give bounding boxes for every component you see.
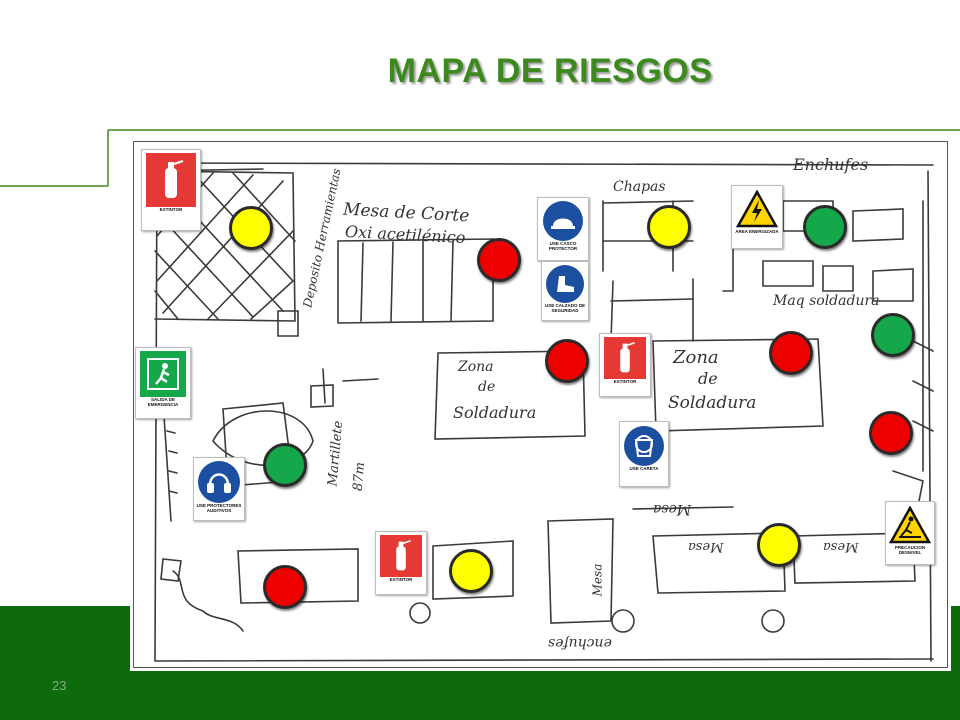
risk-dot-green	[263, 443, 307, 487]
face-shield-icon	[624, 426, 664, 466]
calzado-sign: USE CALZADO DE SEGURIDAD	[541, 261, 589, 321]
area-energizada-sign: AREA ENERGIZADA	[731, 185, 783, 249]
slide-title: MAPA DE RIESGOS	[387, 52, 713, 90]
label-martillete-size: 87m	[350, 461, 369, 492]
label-mesa-b2: Mesa	[688, 539, 724, 554]
label-zona2-line3: Soldadura	[668, 393, 757, 413]
helmet-icon	[543, 201, 583, 241]
auditivos-caption: USE PROTECTORES AUDITIVOS	[196, 503, 242, 513]
risk-dot-yellow	[757, 523, 801, 567]
label-mesa-b1: Mesa	[653, 501, 692, 517]
label-zona2-line2: de	[698, 369, 718, 388]
label-maq-soldadura: Maq soldadura	[773, 293, 880, 309]
slippery-floor-icon	[888, 505, 932, 545]
emergency-exit-icon	[140, 351, 186, 397]
extintor-sign-mid: EXTINTOR	[599, 333, 651, 397]
label-mesa-b3: Mesa	[823, 539, 859, 554]
extintor-caption-top: EXTINTOR	[159, 207, 183, 212]
risk-dot-yellow	[229, 206, 273, 250]
ear-protection-icon	[198, 461, 240, 503]
label-zona1-line2: de	[478, 379, 496, 395]
desnivel-caption: PRECAUCION DESNIVEL	[894, 545, 926, 555]
casco-caption: USE CASCO PROTECTOR	[548, 241, 578, 251]
fire-extinguisher-icon	[380, 535, 422, 577]
salida-caption: SALIDA DE EMERGENCIA	[147, 397, 179, 407]
label-enchufes: Enchufes	[793, 155, 869, 174]
desnivel-sign: PRECAUCION DESNIVEL	[885, 501, 935, 565]
high-voltage-icon	[735, 189, 779, 229]
risk-dot-red	[869, 411, 913, 455]
risk-map: Mesa de Corte Oxi acetilénico Deposito H…	[130, 138, 951, 671]
calzado-caption: USE CALZADO DE SEGURIDAD	[544, 303, 585, 313]
label-zona1-line3: Soldadura	[453, 403, 537, 422]
salida-emergencia-sign: SALIDA DE EMERGENCIA	[135, 347, 191, 419]
extintor-caption-mid: EXTINTOR	[613, 379, 637, 384]
careta-caption: USE CARETA	[629, 466, 659, 471]
risk-dot-yellow	[449, 549, 493, 593]
casco-sign: USE CASCO PROTECTOR	[537, 197, 589, 261]
label-chapas: Chapas	[613, 179, 666, 195]
page-number: 23	[52, 678, 67, 693]
auditivos-sign: USE PROTECTORES AUDITIVOS	[193, 457, 245, 521]
floor-plan-sketch	[152, 162, 934, 662]
risk-dot-yellow	[647, 205, 691, 249]
risk-dot-red	[263, 565, 307, 609]
extintor-sign-bottom: EXTINTOR	[375, 531, 427, 595]
extintor-caption-bottom: EXTINTOR	[389, 577, 413, 582]
label-zona2-line1: Zona	[673, 347, 719, 368]
label-enchufes-bottom: enchufes	[548, 635, 612, 651]
risk-dot-red	[769, 331, 813, 375]
careta-sign: USE CARETA	[619, 421, 669, 487]
boot-icon	[546, 265, 584, 303]
risk-dot-red	[545, 339, 589, 383]
energizada-caption: AREA ENERGIZADA	[735, 229, 779, 234]
label-mesa-b4: Mesa	[590, 563, 605, 597]
risk-dot-green	[871, 313, 915, 357]
label-zona1-line1: Zona	[458, 359, 494, 375]
fire-extinguisher-icon	[146, 153, 196, 207]
risk-dot-red	[477, 238, 521, 282]
fire-extinguisher-icon	[604, 337, 646, 379]
extintor-sign-top: EXTINTOR	[141, 149, 201, 231]
risk-dot-green	[803, 205, 847, 249]
